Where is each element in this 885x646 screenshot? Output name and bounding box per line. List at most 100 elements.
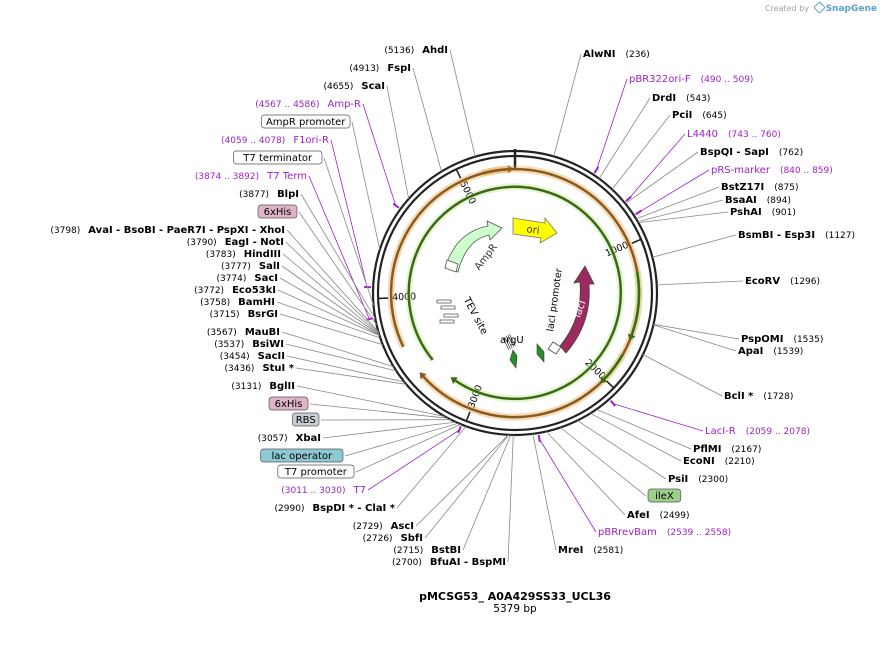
label-pos-amp-r-3-left: (4567 .. 4586) (255, 100, 319, 110)
green-arc-inner-arrowhead (450, 377, 458, 384)
leader-eco53ki-15-left (277, 289, 380, 337)
primer-site-t7-28-left (457, 426, 462, 434)
leader-6xhis-9-left (298, 211, 377, 326)
label-name-bcli-14-right: BclI * (724, 391, 754, 402)
label-pos-bspdi-clai-29-left: (2990) (275, 504, 305, 514)
label-amp-r-3-left: (4567 .. 4586)Amp-R (255, 99, 361, 110)
label-name-avai-bsobi-paer7i-pspxi-xhoi-10-left: AvaI - BsoBI - PaeR7I - PspXI - XhoI (88, 225, 285, 236)
green-arc-lower (603, 353, 624, 380)
primer-site-amp-r-3-left (392, 202, 400, 209)
label-saci-14-left: (3774)SacI (216, 273, 278, 284)
label-avai-bsobi-paer7i-pspxi-xhoi-10-left: (3798) AvaI - BsoBI - PaeR7I - PspXI - Xh… (50, 225, 285, 236)
feature-box-ampr-promoter-4-left (261, 114, 351, 129)
leader-bspdi-clai-29-left (396, 426, 467, 509)
label-f1ori-r-5-left: (4059 .. 4078)F1ori-R (221, 135, 329, 146)
label-bstz17i-7-right: BstZ17I(875) (721, 182, 798, 193)
leader-bspqi-sapi-5-right (625, 151, 699, 204)
label-pos-bsaai-8-right: (894) (767, 196, 791, 206)
label-stui-21-left: (3436)StuI * (225, 363, 295, 374)
mcs-mark-2 (443, 313, 459, 318)
label-pos-laci-r-15-right: (2059 .. 2078) (746, 427, 810, 437)
leader-pshai-9-right (638, 211, 729, 223)
label-pos-avai-bsobi-paer7i-pspxi-xhoi-10-left: (3798) (50, 226, 80, 236)
label-pspomi-12-right: PspOMI(1535) (741, 334, 823, 345)
label-name-bfuai-bspmi-33-left: BfuAI - BspMI (430, 557, 506, 568)
leader-bsrgi-17-left (279, 313, 383, 346)
label-maubi-18-left: (3567)MauBI (207, 327, 280, 338)
label-pos-maubi-18-left: (3567) (207, 328, 237, 338)
feature-label-lac-operator-26-left: lac operator (272, 451, 333, 462)
label-pos-saci-14-left: (3774) (216, 274, 246, 284)
label-name-eco53ki-15-left: Eco53kI (232, 285, 276, 296)
label-name-sali-13-left: SalI (259, 261, 280, 272)
leader-ahdi-0-left (449, 49, 476, 157)
label-name-eagi-noti-11-left: EagI - NotI (225, 237, 284, 248)
label-pos-pshai-9-right: (901) (772, 208, 796, 218)
label-name-bsrgi-17-left: BsrGI (248, 309, 278, 320)
green-arc-inner (407, 185, 623, 401)
label-pos-ecorv-11-right: (1296) (790, 277, 820, 287)
leader-amp-r-3-left (362, 103, 397, 206)
label-pos-stui-21-left: (3436) (225, 364, 255, 374)
feature-box-t7-promoter-27-left (277, 464, 355, 479)
label-name-apai-13-right: ApaI (738, 346, 763, 357)
label-pos-t7-term-7-left: (3874 .. 3892) (195, 172, 259, 182)
label-name-sacii-20-left: SacII (258, 351, 285, 362)
label-l4440-4-right: L4440(743 .. 760) (687, 129, 781, 140)
label-scai-2-left: (4655)ScaI (323, 81, 385, 92)
argu-hatch-0 (502, 337, 510, 351)
mcs-mark-1 (440, 305, 456, 310)
label-pos-asci-30-left: (2729) (353, 522, 383, 532)
label-bspqi-sapi-5-right: BspQI - SapI(762) (700, 147, 803, 158)
leader-bsaai-8-right (637, 199, 724, 222)
leader-xbai-25-left (322, 421, 456, 439)
ampr-feature-arrow (444, 220, 503, 273)
label-pos-econi-17-right: (2210) (725, 457, 755, 467)
ampr-promoter-block (444, 259, 459, 273)
leader-sali-13-left (281, 265, 380, 336)
argu-feature-arrow (509, 349, 518, 369)
label-name-blpi-8-left: BlpI (277, 189, 299, 200)
label-bcli-14-right: BclI * (1728) (724, 391, 793, 402)
label-pos-blpi-8-left: (3877) (239, 190, 269, 200)
label-name-scai-2-left: ScaI (361, 81, 385, 92)
green-arc-lower-arrowhead (600, 376, 608, 384)
label-pos-f1ori-r-5-left: (4059 .. 4078) (221, 136, 285, 146)
leader-laci-r-15-right (613, 403, 704, 432)
feature-label-6xhis-23-left: 6xHis (275, 399, 303, 410)
ring-tick-label-4000: 4000 (392, 291, 417, 303)
plasmid-size: 5379 bp (493, 603, 537, 615)
ring-tick-5000 (455, 168, 462, 179)
feature-box-6xhis-23-left (268, 396, 309, 411)
label-alwni-0-right: AlwNI(236) (583, 49, 650, 60)
argu-hatch-2 (505, 335, 513, 349)
label-pos-pflmi-16-right: (2167) (731, 445, 761, 455)
label-pos-t7-28-left: (3011 .. 3030) (281, 486, 345, 496)
label-pos-bcli-14-right: (1728) (763, 392, 793, 402)
label-afei-20-right: AfeI(2499) (627, 510, 690, 521)
label-name-t7-28-left: T7 (353, 485, 366, 496)
leader-blpi-8-left (300, 193, 376, 320)
label-pos-pbr322ori-f-1-right: (490 .. 509) (701, 75, 754, 85)
leader-bstz17i-7-right (636, 186, 720, 220)
label-name-bstbi-32-left: BstBI (431, 545, 461, 556)
feature-label-t7-terminator-6-left: T7 terminator (242, 153, 313, 164)
label-name-mrei-22-right: MreI (558, 545, 583, 556)
plasmid-name: pMCSG53_ A0A429SS33_UCL36 (419, 590, 611, 603)
label-name-ecorv-11-right: EcoRV (745, 276, 780, 287)
leader-pbr322ori-f-1-right (596, 78, 628, 170)
leader-ecorv-11-right (656, 280, 744, 286)
label-pos-bsiwi-19-left: (3537) (214, 340, 244, 350)
label-eagi-noti-11-left: (3790)EagI - NotI (187, 237, 284, 248)
label-name-l4440-4-right: L4440 (687, 129, 718, 140)
leader-maubi-18-left (281, 331, 394, 368)
label-bamhi-16-left: (3758)BamHI (200, 297, 275, 308)
label-pcii-3-right: PciI(645) (672, 110, 727, 121)
label-pos-bstbi-32-left: (2715) (393, 546, 423, 556)
inner-label-argu: argU (500, 335, 524, 346)
label-name-psii-18-right: PsiI (668, 474, 688, 485)
mcs-mark-0 (436, 299, 452, 304)
feature-label-rbs-24-left: RBS (296, 415, 316, 426)
leader-t7-term-7-left (308, 175, 370, 320)
leader-eagi-noti-11-left (285, 241, 379, 334)
